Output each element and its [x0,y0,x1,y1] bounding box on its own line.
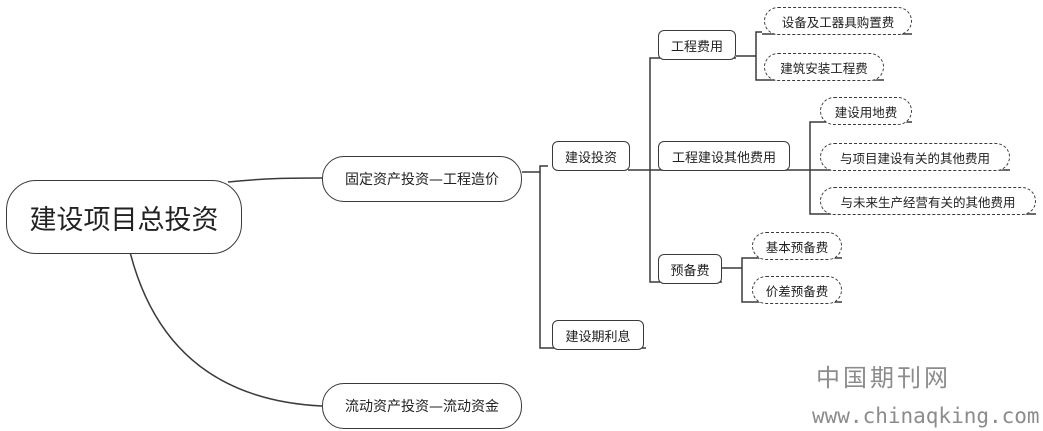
link-root-working [129,251,323,407]
fixed-assets-label: 固定资产投资—工程造价 [345,172,499,188]
leaf-equipment-purchase[interactable]: 设备及工器具购置费 [764,7,912,35]
working-capital-label: 流动资产投资—流动资金 [345,399,499,415]
watermark-cn: 中国期刊网 [816,364,951,392]
root-label: 建设项目总投资 [29,204,219,236]
leaf-project-related-costs-label: 与项目建设有关的其他费用 [839,150,990,166]
reserve-node[interactable]: 预备费 [658,254,722,284]
leaf-price-reserve[interactable]: 价差预备费 [752,276,842,304]
reserve-label: 预备费 [670,263,710,279]
working-capital-node[interactable]: 流动资产投资—流动资金 [322,383,522,429]
leaf-basic-reserve[interactable]: 基本预备费 [752,232,842,260]
construction-investment-label: 建设投资 [564,150,617,166]
engineering-costs-node[interactable]: 工程费用 [658,30,736,60]
fixed-assets-node[interactable]: 固定资产投资—工程造价 [322,156,522,202]
leaf-future-operation-costs-label: 与未来生产经营有关的其他费用 [840,194,1016,210]
leaf-project-related-costs[interactable]: 与项目建设有关的其他费用 [820,143,1010,171]
link-fixed-investment [522,165,548,173]
leaf-future-operation-costs[interactable]: 与未来生产经营有关的其他费用 [820,187,1036,215]
leaf-land-use-label: 建设用地费 [834,104,898,120]
leaf-building-installation-label: 建筑安装工程费 [780,60,868,76]
construction-interest-label: 建设期利息 [565,329,631,345]
leaf-price-reserve-label: 价差预备费 [765,283,829,299]
link-reserve-leaves [722,257,748,303]
watermark-url: www.chinaqking.com [812,404,1040,428]
root-node[interactable]: 建设项目总投资 [6,180,242,254]
link-root-fixed [227,177,323,183]
other-costs-node[interactable]: 工程建设其他费用 [658,141,790,171]
leaf-building-installation[interactable]: 建筑安装工程费 [764,53,884,81]
leaf-land-use[interactable]: 建设用地费 [820,97,912,125]
engineering-costs-label: 工程费用 [670,39,723,55]
link-other-leaves [809,121,816,215]
leaf-equipment-purchase-label: 设备及工器具购置费 [781,14,895,30]
construction-interest-node[interactable]: 建设期利息 [552,320,644,350]
link-engineering-leaves [736,31,762,81]
construction-investment-node[interactable]: 建设投资 [552,141,630,171]
link-fixed-interest [539,172,548,349]
other-costs-label: 工程建设其他费用 [671,150,776,166]
link-investment-branches [649,57,656,170]
link-investment-reserve [649,170,656,283]
leaf-basic-reserve-label: 基本预备费 [765,239,829,255]
